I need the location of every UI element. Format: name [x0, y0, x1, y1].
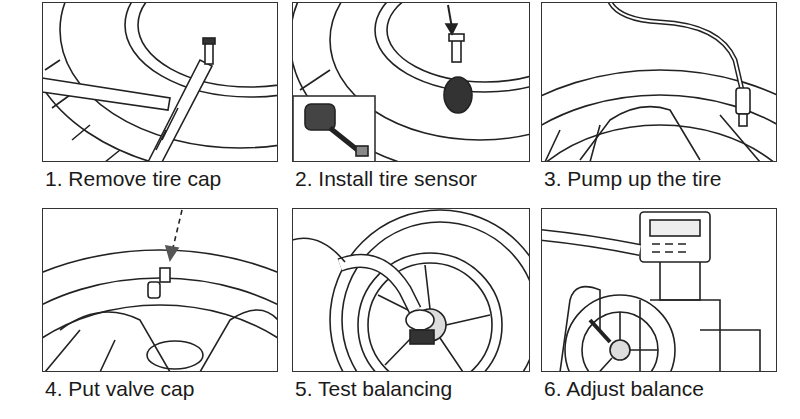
remove-tire-drawing	[42, 2, 278, 162]
step-panel: 6. Adjust balance	[541, 208, 777, 372]
step-caption: 6. Adjust balance	[544, 377, 704, 401]
step-caption: 4. Put valve cap	[45, 377, 194, 401]
step-panel: 5. Test balancing	[292, 208, 530, 372]
balance-machine-drawing	[541, 212, 760, 372]
step-panel: 3. Pump up the tire	[541, 2, 777, 162]
step-caption: 5. Test balancing	[295, 377, 452, 401]
step-panel: 4. Put valve cap	[42, 208, 278, 372]
step-panel: 1. Remove tire cap	[42, 2, 278, 162]
valve-cap-drawing	[42, 210, 278, 372]
step-caption: 1. Remove tire cap	[45, 167, 221, 191]
install-sensor-drawing	[292, 2, 530, 162]
step-caption: 2. Install tire sensor	[295, 167, 477, 191]
balance-test-drawing	[292, 210, 530, 372]
step-caption: 3. Pump up the tire	[544, 167, 721, 191]
step-panel: 2. Install tire sensor	[292, 2, 530, 162]
pump-tire-drawing	[541, 2, 777, 162]
